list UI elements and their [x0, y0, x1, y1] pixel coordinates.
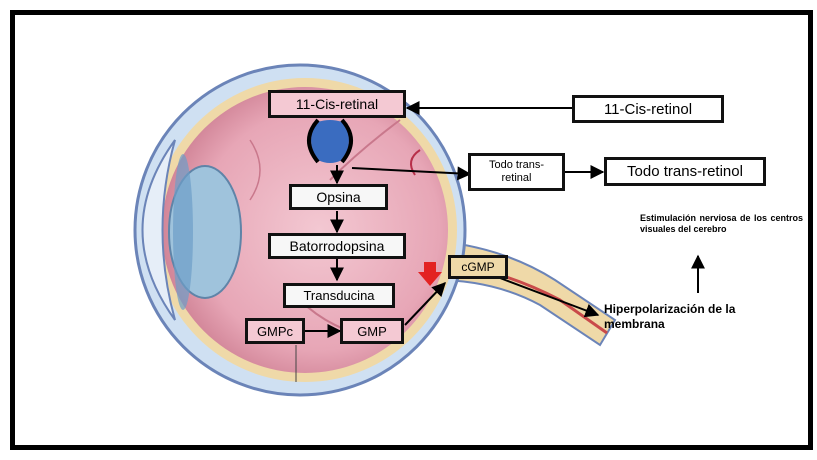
box-transducina-label: Transducina	[303, 288, 374, 303]
box-11-cis-retinal: 11-Cis-retinal	[268, 90, 406, 118]
box-opsina: Opsina	[289, 184, 388, 210]
box-cgmp-label: cGMP	[461, 260, 494, 274]
box-todo-trans-retinal-label: Todo trans-retinal	[477, 159, 556, 185]
rhodopsin-shape	[311, 120, 349, 163]
box-gmpc: GMPc	[245, 318, 305, 344]
box-11-cis-retinal-label: 11-Cis-retinal	[296, 96, 378, 112]
box-cgmp: cGMP	[448, 255, 508, 279]
box-batorrodopsina-label: Batorrodopsina	[290, 238, 385, 254]
box-todo-trans-retinol-label: Todo trans-retinol	[627, 163, 743, 180]
box-todo-trans-retinal: Todo trans-retinal	[468, 153, 565, 191]
box-batorrodopsina: Batorrodopsina	[268, 233, 406, 259]
iris	[173, 154, 193, 310]
box-gmp-label: GMP	[357, 324, 387, 339]
label-estimulacion: Estimulación nerviosa de los centros vis…	[640, 213, 803, 235]
box-opsina-label: Opsina	[316, 189, 360, 205]
box-gmpc-label: GMPc	[257, 324, 293, 339]
label-hiperpolarizacion: Hiperpolarización de la membrana	[604, 302, 784, 332]
box-transducina: Transducina	[283, 283, 395, 308]
box-11-cis-retinol: 11-Cis-retinol	[572, 95, 724, 123]
box-11-cis-retinol-label: 11-Cis-retinol	[604, 101, 692, 118]
box-todo-trans-retinol: Todo trans-retinol	[604, 157, 766, 186]
box-gmp: GMP	[340, 318, 404, 344]
